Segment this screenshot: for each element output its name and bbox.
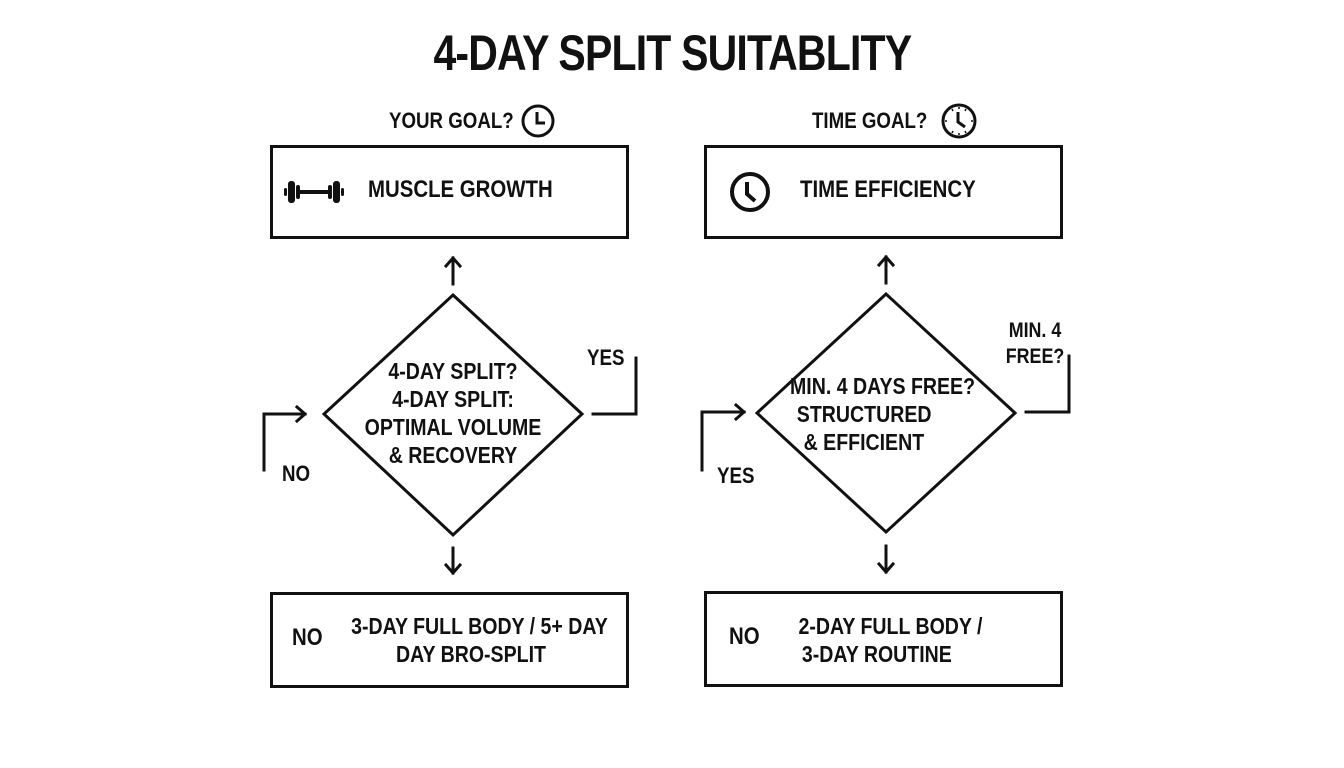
decision-text-right: MIN. 4 DAYS FREE? STRUCTURED & EFFICIENT [790, 373, 976, 455]
result-text-left: 3-DAY FULL BODY / 5+ DAY DAY BRO-SPLIT [351, 613, 608, 667]
right-question: TIME GOAL? [812, 108, 928, 133]
dumbbell-icon [284, 181, 344, 203]
result-prefix-right: NO [729, 623, 760, 650]
decision-diamond-left [321, 292, 585, 538]
result-text-right: 2-DAY FULL BODY / 3-DAY ROUTINE [798, 613, 983, 667]
result-prefix-left: NO [292, 624, 323, 651]
diagram-title: 4-DAY SPLIT SUITABLITY [433, 25, 912, 81]
left-yes-label: YES [587, 345, 625, 370]
goal-label-time-efficiency: TIME EFFICIENCY [800, 176, 976, 203]
right-yes-label: YES [717, 463, 755, 488]
left-no-label: NO [282, 461, 311, 486]
decision-diamond-right [754, 291, 1018, 535]
clock-icon [941, 103, 977, 139]
goal-box-time-efficiency [704, 145, 1063, 239]
result-box-right [704, 591, 1063, 687]
clock-icon [730, 172, 770, 212]
result-box-left [270, 592, 629, 688]
right-side-label: MIN. 4 FREE? [1005, 319, 1065, 368]
goal-label-muscle-growth: MUSCLE GROWTH [368, 176, 553, 203]
left-question: YOUR GOAL? [389, 108, 514, 133]
clock-icon [521, 104, 555, 138]
decision-text-left: 4-DAY SPLIT? 4-DAY SPLIT: OPTIMAL VOLUME… [364, 358, 542, 468]
